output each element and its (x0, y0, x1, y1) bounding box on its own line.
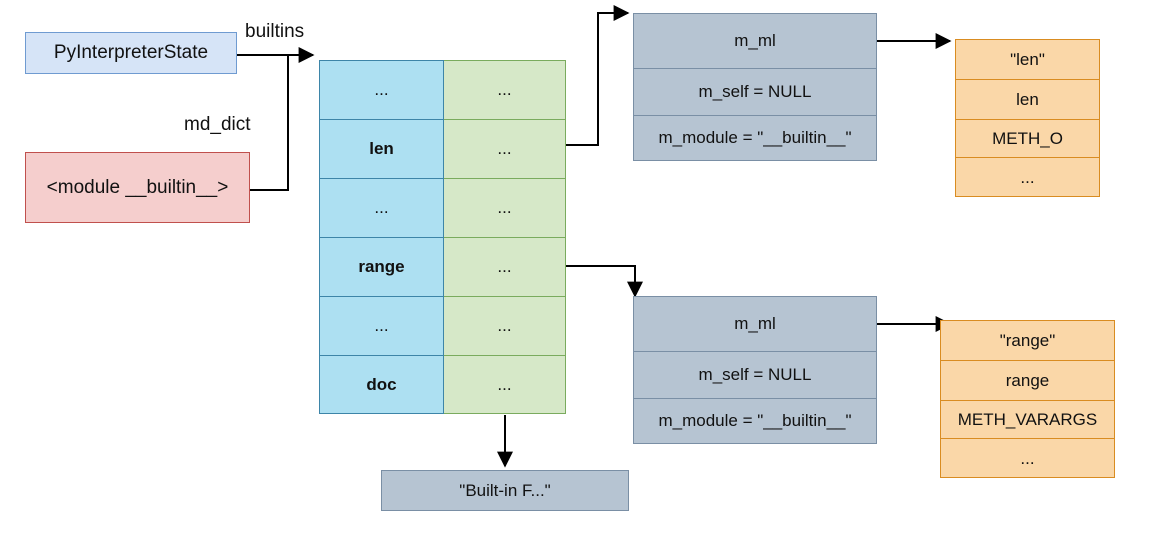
dict-key-cell[interactable]: ... (319, 178, 444, 237)
edge-label-md-dict: md_dict (184, 114, 251, 135)
dict-key-cell[interactable]: ... (319, 60, 444, 119)
dict-value-cell[interactable]: ... (444, 178, 566, 237)
dict-key-column: ... len ... range ... doc (319, 60, 444, 414)
dict-value-column: ... ... ... ... ... ... (444, 60, 566, 414)
pycfunction-len[interactable]: m_ml m_self = NULL m_module = "__builtin… (633, 13, 877, 161)
node-doc-string[interactable]: "Built-in F..." (381, 470, 629, 511)
dict-key-cell[interactable]: doc (319, 355, 444, 414)
dict-value-cell[interactable]: ... (444, 119, 566, 178)
methoddef-range-row-meth: range (941, 361, 1114, 401)
node-doc-string-label: "Built-in F..." (459, 480, 551, 500)
dict-key-cell[interactable]: range (319, 237, 444, 296)
methoddef-range-row-ellipsis: ... (1020, 449, 1035, 468)
methoddef-len[interactable]: "len" len METH_O ... (955, 39, 1100, 197)
pycfunction-len-row-m-ml[interactable]: m_ml (634, 14, 876, 69)
dict-value-cell[interactable]: ... (444, 237, 566, 296)
methoddef-range-row-flags: METH_VARARGS (941, 401, 1114, 439)
pycfunction-range-row-m-ml[interactable]: m_ml (634, 297, 876, 352)
dict-key-cell[interactable]: ... (319, 296, 444, 355)
methoddef-len-row-ellipsis: ... (1020, 168, 1035, 187)
dict-value-cell[interactable]: ... (444, 355, 566, 414)
pycfunction-len-row-m-self: m_self = NULL (634, 69, 876, 116)
methoddef-range-row-name: "range" (941, 321, 1114, 361)
dict-value-cell[interactable]: ... (444, 60, 566, 119)
pycfunction-range-row-m-self: m_self = NULL (634, 352, 876, 399)
node-builtin-module[interactable]: <module __builtin__> (25, 152, 250, 223)
methoddef-range[interactable]: "range" range METH_VARARGS ... (940, 320, 1115, 478)
node-pyinterpreterstate[interactable]: PyInterpreterState (25, 32, 237, 74)
pycfunction-range[interactable]: m_ml m_self = NULL m_module = "__builtin… (633, 296, 877, 444)
edge-label-builtins: builtins (245, 21, 305, 42)
edge-md-dict (250, 56, 289, 191)
edge-range-to-cfunction (566, 265, 643, 298)
methoddef-len-row-name: "len" (956, 40, 1099, 80)
edge-len-to-cfunction (566, 5, 630, 146)
pycfunction-len-row-m-module: m_module = "__builtin__" (658, 128, 852, 147)
dict-table: ... len ... range ... doc ... ... ... ..… (319, 60, 566, 414)
dict-value-cell[interactable]: ... (444, 296, 566, 355)
methoddef-len-row-meth: len (956, 80, 1099, 120)
dict-key-cell[interactable]: len (319, 119, 444, 178)
pycfunction-range-row-m-module: m_module = "__builtin__" (658, 411, 852, 430)
methoddef-len-row-flags: METH_O (956, 120, 1099, 158)
node-pyinterpreterstate-label: PyInterpreterState (53, 42, 209, 64)
node-builtin-module-label: <module __builtin__> (46, 176, 229, 198)
